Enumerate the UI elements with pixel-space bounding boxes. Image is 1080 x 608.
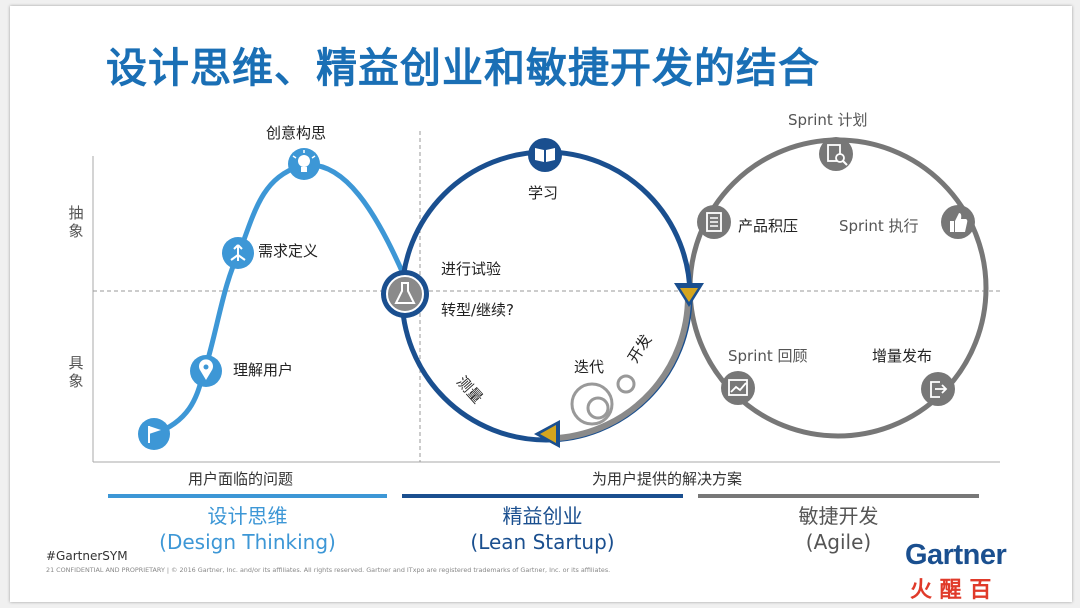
- label-sprint-review: Sprint 回顾: [728, 347, 808, 365]
- watermark-logo: 火 醒 百: [910, 578, 992, 602]
- list-icon: [697, 205, 731, 239]
- lightbulb-icon: [288, 148, 320, 180]
- label-sprint-plan: Sprint 计划: [788, 111, 868, 129]
- agile-bar: [698, 494, 979, 498]
- agile-en: (Agile): [805, 530, 872, 554]
- label-develop: 开发: [624, 331, 655, 366]
- label-empathize: 理解用户: [233, 361, 293, 379]
- design-thinking-cn: 设计思维: [207, 504, 288, 528]
- design-thinking-label: 设计思维 (Design Thinking): [108, 503, 387, 555]
- axis-label-concrete-2: 象: [68, 372, 83, 390]
- lean-startup-bar: [402, 494, 683, 498]
- iterate-swirl-1: [570, 382, 614, 426]
- gartner-logo: Gartner: [905, 539, 1007, 571]
- diagram: 抽 象 具 象: [68, 111, 1000, 463]
- slide: 设计思维、精益创业和敏捷开发的结合 抽 象 具 象: [10, 6, 1072, 602]
- design-thinking-en: (Design Thinking): [159, 530, 336, 554]
- export-icon: [921, 372, 955, 406]
- label-define: 需求定义: [258, 242, 318, 260]
- flag-icon: [138, 418, 170, 450]
- design-thinking-curve: [151, 162, 410, 437]
- axis-label-abstract-2: 象: [68, 222, 83, 240]
- label-measure: 测量: [453, 373, 486, 407]
- chart-icon: [721, 371, 755, 405]
- label-learn: 学习: [528, 184, 558, 202]
- section-solution: 为用户提供的解决方案: [592, 470, 743, 488]
- iteration-arc: [557, 295, 692, 441]
- arrows-icon: [222, 237, 254, 269]
- label-backlog: 产品积压: [738, 217, 798, 235]
- flask-icon: [381, 270, 429, 318]
- label-sprint-exec: Sprint 执行: [839, 217, 919, 235]
- label-pivot: 转型/继续?: [441, 301, 514, 319]
- document-search-icon: [819, 137, 853, 171]
- label-experiment: 进行试验: [441, 260, 501, 278]
- triangle-marker-down-inner: [680, 288, 698, 302]
- lean-startup-label: 精益创业 (Lean Startup): [402, 503, 683, 555]
- footer-legal: 21 CONFIDENTIAL AND PROPRIETARY | © 2016…: [46, 566, 611, 574]
- label-ideate: 创意构思: [266, 124, 326, 142]
- iterate-swirl-3: [616, 374, 636, 394]
- lean-startup-en: (Lean Startup): [470, 530, 615, 554]
- iterate-swirl-2: [586, 396, 610, 420]
- section-problem: 用户面临的问题: [188, 470, 294, 488]
- axis-label-concrete-1: 具: [68, 354, 83, 372]
- axis-label-abstract-1: 抽: [68, 204, 83, 222]
- book-icon: [528, 138, 562, 172]
- triangle-marker-left-inner: [540, 425, 556, 443]
- thumbs-up-icon: [941, 205, 975, 239]
- lean-startup-cn: 精益创业: [502, 504, 583, 528]
- design-thinking-bar: [108, 494, 387, 498]
- label-iterate: 迭代: [574, 358, 604, 376]
- page-title: 设计思维、精益创业和敏捷开发的结合: [106, 44, 820, 92]
- agile-label: 敏捷开发 (Agile): [698, 503, 979, 555]
- hashtag: #GartnerSYM: [46, 549, 128, 563]
- agile-cn: 敏捷开发: [798, 504, 879, 528]
- location-pin-icon: [190, 355, 222, 387]
- label-release: 增量发布: [872, 347, 932, 365]
